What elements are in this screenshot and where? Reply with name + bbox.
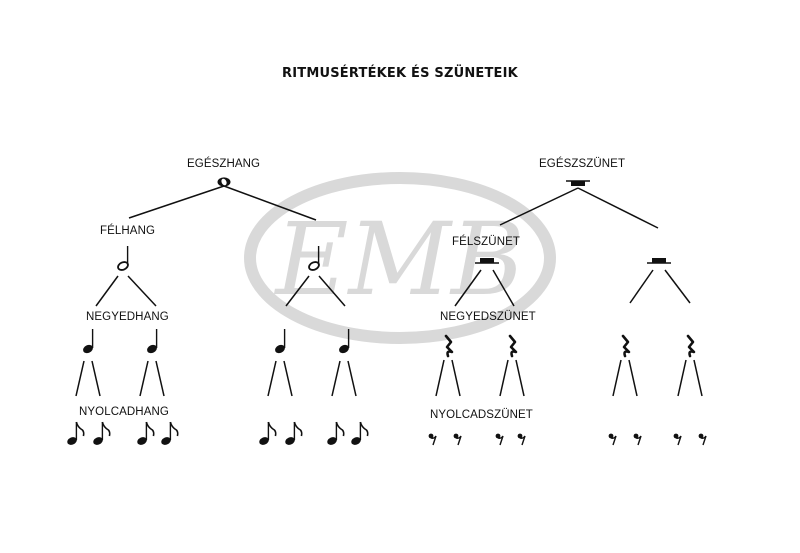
tree-line	[693, 359, 703, 397]
eighth-rest-icon	[495, 433, 504, 446]
eighth-rest-icon	[698, 433, 707, 446]
tree-line	[128, 185, 225, 219]
eighth-note-icon	[259, 421, 277, 445]
quarter-rest-icon	[508, 334, 518, 358]
label-quarter-rest: NEGYEDSZÜNET	[440, 311, 536, 323]
eighth-note-icon	[351, 421, 369, 445]
label-quarter-note: NEGYEDHANG	[86, 311, 169, 323]
eighth-note-icon	[67, 421, 85, 445]
tree-line	[629, 269, 654, 304]
tree-line	[347, 360, 357, 397]
tree-line	[318, 275, 346, 307]
tree-line	[223, 185, 317, 221]
half-rest-icon	[475, 258, 499, 264]
tree-line	[435, 359, 445, 397]
eighth-rest-icon	[673, 433, 682, 446]
symbols-layer	[67, 177, 707, 446]
tree-line	[577, 187, 659, 229]
tree-line	[75, 360, 85, 397]
tree-line	[155, 360, 165, 397]
half-rest-icon	[647, 258, 671, 264]
whole-rest-icon	[566, 180, 590, 186]
diagram-title: RITMUSÉRTÉKEK ÉS SZÜNETEIK	[282, 66, 518, 81]
half-note-icon	[117, 246, 129, 271]
eighth-note-icon	[327, 421, 345, 445]
eighth-note-icon	[161, 421, 179, 445]
tree-line	[664, 269, 691, 304]
half-note-icon	[308, 246, 320, 271]
tree-line	[454, 269, 482, 307]
eighth-rest-icon	[633, 433, 642, 446]
tree-line	[515, 359, 525, 397]
tree-line	[285, 275, 310, 307]
eighth-note-icon	[93, 421, 111, 445]
tree-line	[331, 360, 341, 397]
eighth-note-icon	[137, 421, 155, 445]
tree-line	[127, 275, 157, 307]
eighth-rest-icon	[453, 433, 462, 446]
tree-line	[628, 359, 638, 397]
quarter-rest-icon	[686, 334, 696, 358]
eighth-rest-icon	[428, 433, 437, 446]
quarter-note-icon	[275, 329, 286, 354]
quarter-note-icon	[147, 329, 158, 354]
tree-line	[267, 360, 277, 397]
tree-line	[677, 359, 687, 397]
tree-line	[283, 360, 293, 397]
quarter-rest-icon	[444, 334, 454, 358]
tree-line	[95, 275, 119, 307]
label-whole-rest: EGÉSZSZÜNET	[539, 158, 626, 170]
tree-line	[91, 360, 101, 397]
tree-line	[499, 187, 579, 226]
tree-line	[612, 359, 622, 397]
label-half-rest: FÉLSZÜNET	[452, 236, 520, 248]
eighth-note-icon	[285, 421, 303, 445]
quarter-note-icon	[339, 329, 350, 354]
tree-lines	[75, 185, 703, 397]
quarter-rest-icon	[621, 334, 631, 358]
eighth-rest-icon	[608, 433, 617, 446]
tree-line	[139, 360, 149, 397]
tree-line	[451, 359, 461, 397]
label-eighth-note: NYOLCADHANG	[79, 406, 169, 418]
quarter-note-icon	[83, 329, 94, 354]
label-eighth-rest: NYOLCADSZÜNET	[430, 409, 533, 421]
label-half-note: FÉLHANG	[100, 225, 156, 237]
whole-note-icon	[217, 177, 231, 187]
tree-line	[492, 269, 515, 307]
label-whole-note: EGÉSZHANG	[187, 158, 261, 170]
eighth-rest-icon	[517, 433, 526, 446]
tree-line	[499, 359, 509, 397]
